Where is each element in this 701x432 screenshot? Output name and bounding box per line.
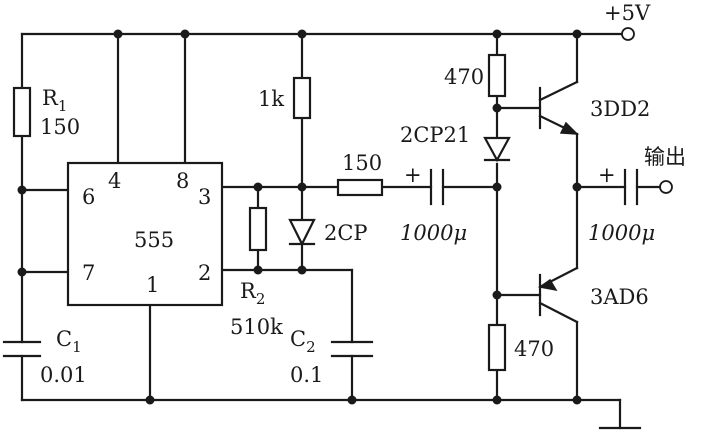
capacitor-coupling: + 1000μ xyxy=(400,163,467,245)
supply-terminal: +5V xyxy=(604,1,651,41)
transistor-3dd2: 3DD2 xyxy=(538,80,650,136)
r150-value: 150 xyxy=(342,151,382,175)
ic-pin-8: 8 xyxy=(176,169,189,193)
ic-label: 555 xyxy=(134,228,174,252)
wires xyxy=(20,32,662,430)
junction-dots xyxy=(17,29,582,405)
q1-label: 3DD2 xyxy=(590,97,650,121)
resistor-1k: 1k xyxy=(258,76,312,120)
capacitor-c1: C1 0.01 xyxy=(2,327,87,387)
r1k-value: 1k xyxy=(258,87,284,111)
r1-name: R1 xyxy=(42,86,67,115)
ic-pin-2: 2 xyxy=(198,261,211,285)
cout-value: 1000μ xyxy=(588,221,655,245)
diode-2cp21: 2CP21 xyxy=(400,123,511,163)
resistor-150-series: 150 xyxy=(336,151,384,197)
ccoupling-polarity: + xyxy=(404,163,422,187)
ccoupling-value: 1000μ xyxy=(400,221,467,245)
output-terminal: 输出 xyxy=(644,145,686,194)
ic-pin-4: 4 xyxy=(108,169,121,193)
rtop-value: 470 xyxy=(444,65,484,89)
c1-value: 0.01 xyxy=(40,363,87,387)
rbot-value: 470 xyxy=(514,337,554,361)
resistor-r2: R2 510k xyxy=(230,206,283,339)
ic-pin-6: 6 xyxy=(82,185,95,209)
transistor-3ad6: 3AD6 xyxy=(538,266,649,324)
diode-2cp: 2CP xyxy=(288,218,368,247)
d2cp-label: 2CP xyxy=(324,221,368,245)
ic-pin-3: 3 xyxy=(198,185,211,209)
resistor-470-top: 470 xyxy=(444,53,507,98)
resistor-r1: R1 150 xyxy=(12,86,80,139)
cout-polarity: + xyxy=(598,163,616,187)
ic-pin-7: 7 xyxy=(82,261,95,285)
r2-value: 510k xyxy=(230,315,283,339)
c2-value: 0.1 xyxy=(290,363,323,387)
capacitor-output: + 1000μ xyxy=(588,163,655,245)
resistor-470-bottom: 470 xyxy=(487,323,554,372)
d2cp21-label: 2CP21 xyxy=(400,123,470,147)
capacitor-c2: C2 0.1 xyxy=(290,327,374,387)
output-label: 输出 xyxy=(644,145,686,169)
c2-name: C2 xyxy=(290,327,316,356)
r1-value: 150 xyxy=(40,115,80,139)
ic-555: 555 6 4 8 3 7 1 2 xyxy=(66,161,224,307)
supply-label: +5V xyxy=(604,1,651,25)
c1-name: C1 xyxy=(56,327,82,356)
r2-name: R2 xyxy=(240,279,265,308)
ic-pin-1: 1 xyxy=(146,273,159,297)
q2-label: 3AD6 xyxy=(590,285,649,309)
